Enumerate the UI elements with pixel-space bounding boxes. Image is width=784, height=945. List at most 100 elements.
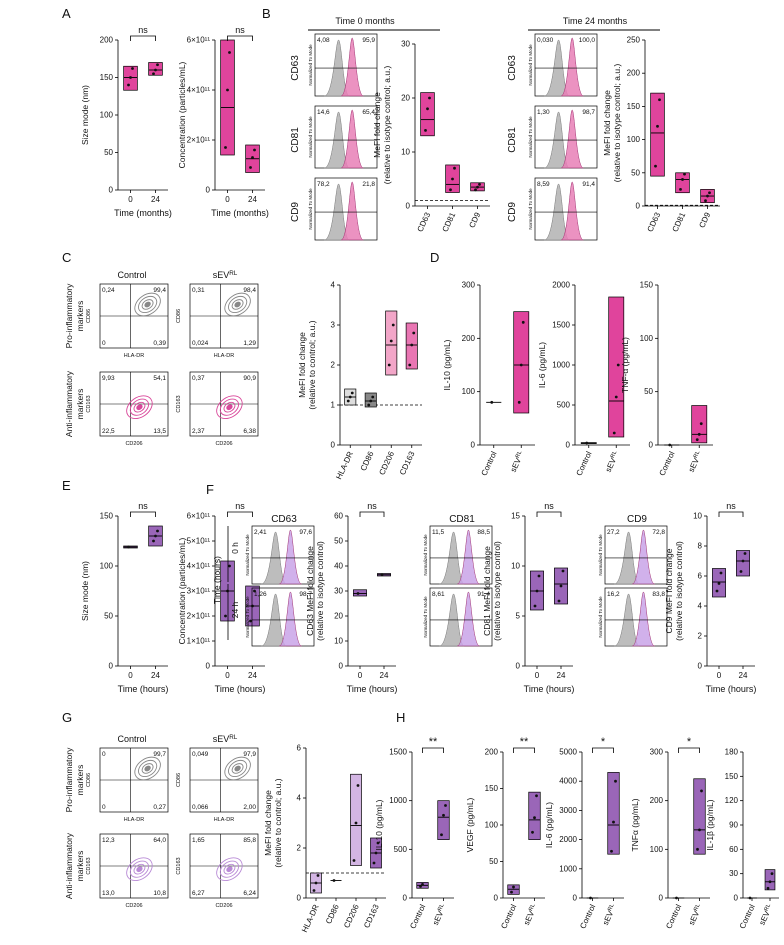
tick-label: 0 [225, 195, 230, 204]
sev-label: sEVRL [687, 903, 704, 927]
data-point [449, 188, 452, 192]
gate-percent: 8,59 [537, 181, 550, 188]
sev-label: sEVRL [522, 903, 539, 927]
y-tick-label: 0 [339, 662, 344, 671]
gate-percent: 83,8 [652, 591, 665, 598]
row-label: markers [75, 765, 85, 796]
marker-histogram [632, 591, 655, 647]
y-tick-label: 2 [297, 844, 302, 853]
column-header: Control [117, 734, 146, 744]
data-point [451, 177, 454, 181]
data-point [616, 363, 620, 367]
data-point [681, 178, 684, 181]
quadrant-x-label: HLA-DR [214, 817, 235, 823]
data-point [228, 51, 231, 54]
gate-percent: 78,2 [317, 181, 330, 188]
quadrant-percent: 99,4 [153, 287, 166, 294]
y-tick-label: 50 [104, 148, 113, 157]
data-point [537, 574, 541, 578]
x-axis-label: Time (hours) [215, 684, 266, 694]
box [675, 172, 690, 194]
y-axis-label: IL-6 (pg/mL) [537, 342, 547, 388]
contour-ring [144, 301, 151, 308]
tick-label: CD63 [416, 211, 433, 234]
data-point [249, 619, 252, 623]
data-point [224, 146, 227, 149]
gate-percent: 4,08 [317, 37, 330, 44]
contour-ring [223, 863, 236, 875]
gate-percent: 21,8 [362, 181, 375, 188]
y-tick-label: 3 [331, 321, 336, 330]
quadrant-x-label: CD206 [125, 903, 142, 909]
y-tick-label: 500 [557, 401, 571, 410]
contour-ring [133, 863, 146, 875]
row-label: Pro-inflammatory [64, 747, 74, 812]
y-axis-label: Concentration (particles/mL) [177, 61, 187, 168]
quadrant-percent: 6,38 [243, 428, 256, 435]
data-point [156, 529, 159, 533]
data-point [521, 320, 525, 324]
contour-ring [136, 866, 143, 873]
gate-percent: 100,0 [579, 37, 596, 44]
y-tick-label: 1500 [552, 321, 570, 330]
y-tick-label: 300 [650, 748, 664, 757]
row-label: 24 h [230, 601, 240, 618]
sev-label: sEVRL [757, 903, 774, 927]
y-tick-label: 0 [734, 894, 739, 903]
sig-label: ns [235, 501, 245, 511]
y-tick-label: 0 [516, 662, 521, 671]
y-tick-label: 0 [494, 894, 499, 903]
flow-y-label: Normalized To Mode [423, 534, 428, 576]
y-tick-label: 100 [462, 387, 476, 396]
data-point [708, 191, 711, 195]
gate-percent: 11,5 [432, 529, 445, 536]
quadrant-y-label: CD163 [86, 395, 92, 412]
y-tick-label: 100 [650, 845, 664, 854]
data-point [426, 107, 429, 111]
data-point [766, 886, 770, 890]
flow-y-label: Normalized To Mode [598, 596, 603, 638]
quadrant-percent: 2,00 [243, 804, 256, 811]
data-point [706, 194, 709, 198]
y-tick-label: 0 [206, 662, 211, 671]
marker-histogram [340, 181, 364, 241]
y-tick-label: 2×10¹¹ [187, 612, 211, 621]
y-tick-label: 2×10¹¹ [187, 136, 211, 145]
y-axis-label: Size mode (nm) [80, 561, 90, 621]
sig-label: ns [544, 501, 554, 511]
data-point [332, 879, 336, 882]
y-tick-label: 200 [100, 36, 114, 45]
data-point [408, 363, 412, 367]
tick-label: CD206 [377, 450, 396, 477]
quadrant-percent: 0,31 [192, 287, 205, 294]
data-point [442, 813, 445, 817]
data-point [478, 183, 481, 186]
y-tick-label: 180 [725, 748, 739, 757]
contour-ring [126, 857, 153, 882]
sev-label: sEVRL [509, 450, 526, 474]
marker-histogram [560, 109, 584, 169]
y-axis-label: IL-10 (pg/mL) [374, 799, 384, 850]
y-tick-label: 60 [334, 512, 343, 521]
data-point [743, 552, 747, 555]
y-tick-label: 50 [631, 168, 640, 177]
y-tick-label: 150 [100, 512, 114, 521]
data-point [129, 76, 132, 79]
y-tick-label: 100 [640, 334, 654, 343]
quadrant-percent: 0,049 [192, 751, 209, 758]
tick-label: 24 [248, 671, 257, 680]
box [353, 589, 367, 597]
box [693, 778, 706, 855]
tick-label: CD86 [324, 903, 341, 926]
sig-label: ** [520, 736, 529, 748]
data-point [612, 820, 615, 824]
marker-label: CD63 [507, 55, 518, 81]
data-point [533, 816, 536, 820]
y-tick-label: 150 [627, 102, 641, 111]
